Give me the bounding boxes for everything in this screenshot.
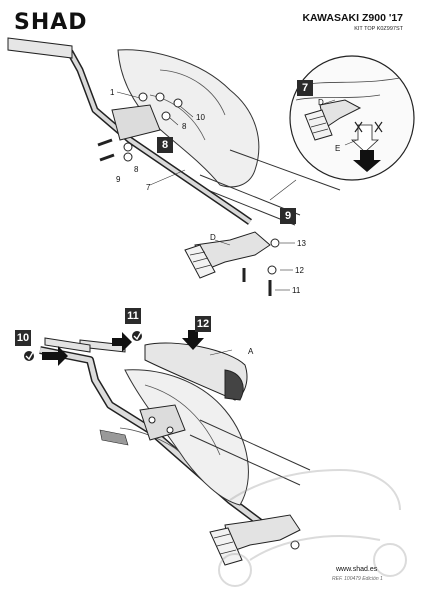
brand-logo: SHAD [14,10,88,35]
step-badge-11: 11 [125,308,141,324]
step-badge-10: 10 [15,330,31,346]
footer-reference: REF. 100479 Edición 1 [332,576,383,582]
callout-d-detail: D [318,98,324,107]
part-label-11: 11 [292,286,301,295]
callout-a: A [248,347,254,356]
step-badge-8: 8 [157,137,173,153]
part-label-9: 9 [116,175,121,184]
footer-url: www.shad.es [336,566,378,573]
part-label-12: 12 [295,266,304,275]
part-label-7: 7 [146,183,151,192]
callout-d-main: D [210,233,216,242]
part-label-8: 8 [134,165,139,174]
step-badge-9: 9 [280,208,296,224]
model-title: KAWASAKI Z900 '17 [302,12,403,24]
part-label-10: 10 [196,113,205,122]
part-label-1: 1 [110,88,115,97]
step-badge-7: 7 [297,80,313,96]
callout-e: E [335,144,341,153]
part-label-8-top: 8 [182,122,187,131]
kit-reference: KIT TOP K0Z997ST [354,26,403,32]
step-badge-12: 12 [195,316,211,332]
part-label-13: 13 [297,239,306,248]
